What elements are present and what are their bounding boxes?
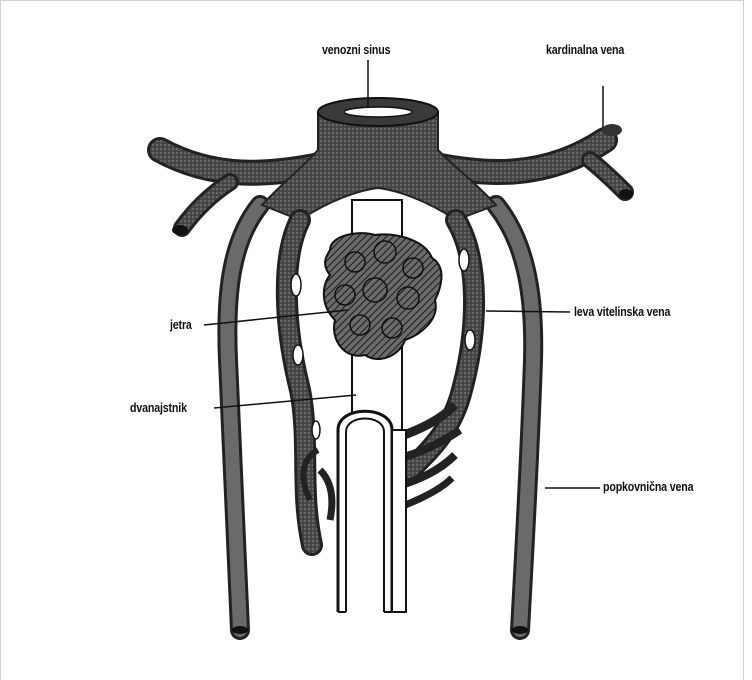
label-umbilical-vein: popkovnična vena: [603, 479, 693, 494]
label-left-vitelline-vein: leva vitelinska vena: [574, 304, 670, 319]
liver: [324, 233, 442, 359]
label-cardinal-vein: kardinalna vena: [546, 42, 624, 57]
label-liver: jetra: [170, 317, 192, 332]
label-venous-sinus: venozni sinus: [322, 42, 390, 57]
label-duodenum: dvanajstnik: [130, 400, 187, 415]
